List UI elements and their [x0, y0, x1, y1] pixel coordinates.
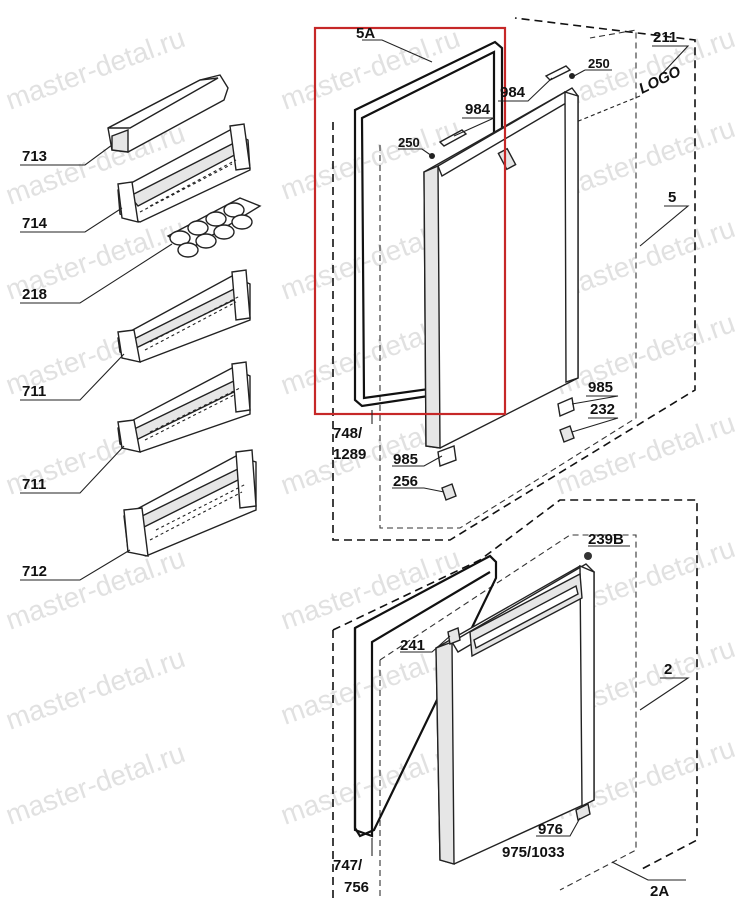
leader-256: [392, 487, 445, 493]
label-711-b[interactable]: 711: [22, 476, 46, 493]
leader-984b: [498, 77, 553, 102]
leader-250b: [573, 69, 612, 77]
leader-232: [571, 417, 619, 433]
label-985-a[interactable]: 985: [588, 379, 613, 396]
leader-985a: [571, 395, 619, 405]
assembly-2-inner-boundary: [379, 534, 637, 900]
label-712[interactable]: 712: [22, 563, 47, 580]
label-714[interactable]: 714: [22, 215, 48, 232]
part-985-hinge-cover-a[interactable]: [557, 397, 575, 417]
label-241[interactable]: 241: [400, 637, 425, 654]
label-985-b[interactable]: 985: [393, 451, 418, 468]
label-239B[interactable]: 239B: [588, 531, 624, 548]
label-984-a[interactable]: 984: [465, 101, 491, 118]
part-upper-door-panel[interactable]: [423, 87, 580, 449]
leader-713: [20, 144, 113, 166]
part-985-hinge-cover-b[interactable]: [437, 445, 457, 467]
label-748[interactable]: 748/: [333, 425, 363, 442]
watermark: master-detal.ru: [276, 737, 464, 831]
leader-711b: [20, 445, 125, 494]
selection-highlight-box: [313, 26, 507, 416]
label-747[interactable]: 747/: [333, 857, 363, 874]
assembly-5-boundary: [332, 17, 696, 541]
leader-976: [536, 817, 581, 837]
part-lower-door-panel[interactable]: [435, 563, 596, 865]
part-712-bottle-shelf[interactable]: [123, 449, 257, 557]
label-2A[interactable]: 2A: [650, 883, 669, 900]
label-256[interactable]: 256: [393, 473, 418, 490]
part-976-bottom-hinge[interactable]: [575, 802, 591, 822]
label-250-b[interactable]: 250: [588, 56, 610, 71]
watermark: master-detal.ru: [551, 112, 739, 206]
watermark: master-detal.ru: [551, 212, 739, 306]
label-1289[interactable]: 1289: [333, 446, 366, 463]
leader-714: [20, 207, 123, 233]
watermark: master-detal.ru: [276, 542, 464, 636]
part-711-door-shelf-b[interactable]: [117, 361, 251, 453]
leader-984a: [453, 117, 495, 137]
leader-985b: [392, 455, 443, 467]
leader-5: [639, 205, 690, 247]
part-711-door-shelf-a[interactable]: [117, 269, 251, 363]
label-711-a[interactable]: 711: [22, 383, 46, 400]
part-984-plate-b[interactable]: [544, 65, 572, 81]
leader-218: [20, 243, 173, 304]
leader-logo: [575, 95, 641, 123]
part-241-hinge-cap[interactable]: [447, 627, 461, 645]
label-250-a[interactable]: 250: [398, 135, 420, 150]
watermark: master-detal.ru: [1, 737, 189, 831]
label-5[interactable]: 5: [668, 189, 676, 206]
part-256-hinge-bush[interactable]: [441, 483, 457, 501]
label-5A[interactable]: 5A: [356, 25, 375, 42]
leader-2: [639, 677, 690, 711]
watermark: master-detal.ru: [551, 22, 739, 116]
label-756[interactable]: 756: [344, 879, 369, 896]
part-232-hinge-pin[interactable]: [559, 425, 575, 443]
watermark: master-detal.ru: [1, 542, 189, 636]
leader-250a: [398, 148, 433, 157]
label-232[interactable]: 232: [590, 401, 615, 418]
part-250-screw-b[interactable]: [569, 73, 575, 79]
watermark: master-detal.ru: [551, 307, 739, 401]
label-211[interactable]: 211: [653, 29, 677, 46]
watermark: master-detal.ru: [1, 642, 189, 736]
leader-211: [652, 45, 690, 77]
part-747-door-gasket-inner: [353, 571, 491, 838]
assembly-2-boundary: [332, 499, 698, 900]
part-218-egg-tray[interactable]: [166, 197, 262, 258]
label-2[interactable]: 2: [664, 661, 672, 678]
label-984-b[interactable]: 984: [500, 84, 526, 101]
label-218[interactable]: 218: [22, 286, 47, 303]
part-713-shelf-cover[interactable]: [107, 74, 229, 153]
label-976[interactable]: 976: [538, 821, 563, 838]
label-975-1033[interactable]: 975/1033: [502, 844, 565, 861]
leader-712: [20, 549, 131, 581]
part-239B-screw[interactable]: [584, 552, 592, 560]
label-713[interactable]: 713: [22, 148, 47, 165]
leader-2A: [611, 861, 686, 881]
leader-711a: [20, 353, 125, 401]
part-714-upper-shelf[interactable]: [117, 123, 251, 223]
leader-5A: [362, 39, 433, 63]
leader-241: [400, 635, 451, 653]
